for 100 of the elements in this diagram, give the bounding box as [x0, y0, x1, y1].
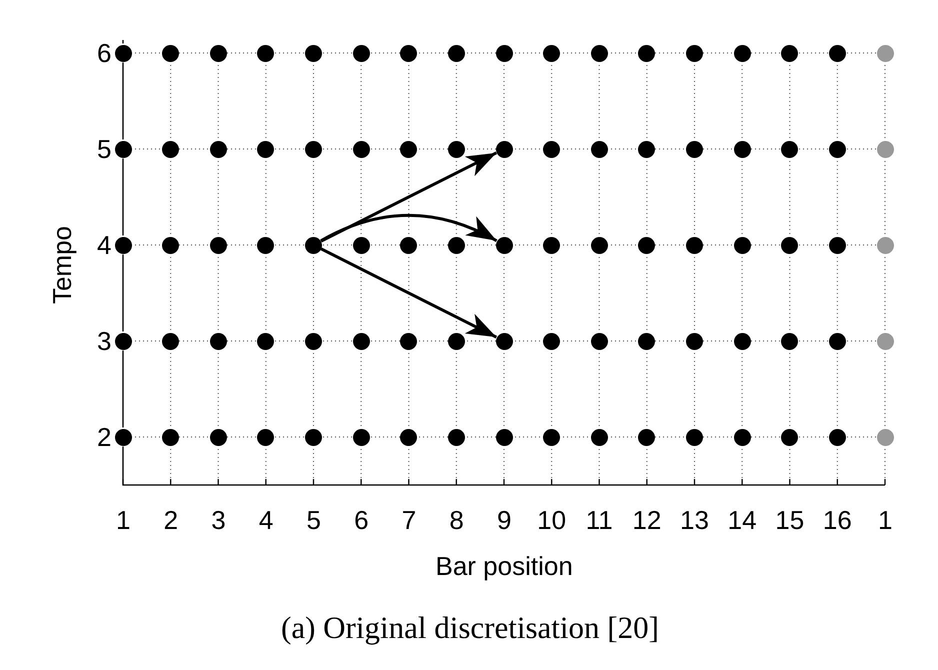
- grid-dot: [734, 44, 751, 62]
- grid-dot: [781, 428, 798, 446]
- grid-dot: [352, 140, 370, 158]
- grid-dot: [162, 44, 180, 62]
- tick-label: 5: [97, 136, 112, 162]
- grid-dot: [828, 236, 846, 254]
- grid-dot: [257, 44, 274, 62]
- axis-title: Tempo: [49, 226, 76, 304]
- grid-dot: [114, 332, 132, 350]
- grid-dot: [400, 236, 418, 254]
- grid-dot: [781, 236, 798, 254]
- grid-dot: [590, 332, 608, 350]
- grid-dot: [114, 236, 132, 254]
- grid-dot: [305, 44, 322, 62]
- grid-dot: [781, 332, 798, 350]
- tick-label: 2: [164, 507, 178, 533]
- grid-dot: [162, 428, 180, 446]
- grid-dot: [305, 140, 322, 158]
- grid-dot: [352, 236, 370, 254]
- tick-label: 3: [97, 328, 112, 354]
- grid-dot: [114, 44, 132, 62]
- grid-dot: [257, 428, 274, 446]
- grid-dot: [400, 428, 418, 446]
- grid-dot: [352, 428, 370, 446]
- tick-label: 7: [402, 507, 416, 533]
- tick-label: 12: [632, 507, 662, 533]
- grid-dot: [496, 140, 512, 158]
- grid-dot: [734, 428, 751, 446]
- arrow: [320, 247, 498, 339]
- grid-dot: [828, 332, 846, 350]
- grid-dot: [305, 332, 322, 350]
- grid-dot: [257, 236, 274, 254]
- grid-dot: [686, 44, 703, 62]
- grid-dot: [448, 236, 465, 254]
- grid-dot: [448, 44, 465, 62]
- grid-dot: [210, 332, 227, 350]
- grid-dot: [543, 332, 560, 350]
- grid-dot: [543, 428, 560, 446]
- grid-dot: [210, 140, 227, 158]
- grid-dot: [496, 332, 512, 350]
- grid-dot: [828, 428, 846, 446]
- grid-dot: [781, 44, 798, 62]
- grid-dot: [638, 44, 656, 62]
- grid-dot: [543, 236, 560, 254]
- tick-label: 3: [211, 507, 226, 533]
- tick-label: 11: [586, 507, 613, 533]
- grid-dot: [448, 140, 465, 158]
- tick-label: 13: [680, 507, 709, 533]
- grid-dot: [876, 140, 894, 158]
- grid-dot: [162, 140, 180, 158]
- arrow: [320, 151, 498, 243]
- tick-label: 4: [258, 507, 274, 533]
- tick-label: 14: [728, 507, 757, 533]
- grid-dot: [543, 44, 560, 62]
- tick-label: 10: [537, 507, 566, 533]
- grid-dot: [876, 236, 894, 254]
- tick-label: 1: [878, 507, 892, 533]
- grid-dot: [305, 236, 322, 254]
- grid-dot: [162, 332, 180, 350]
- tick-label: 4: [97, 232, 112, 258]
- grid-dot: [686, 428, 703, 446]
- grid-dot: [162, 236, 180, 254]
- tick-label: 6: [354, 507, 369, 533]
- grid-dot: [590, 236, 608, 254]
- grid-dot: [496, 236, 512, 254]
- grid-dot: [114, 428, 132, 446]
- grid-dot: [257, 140, 274, 158]
- grid-dot: [876, 332, 894, 350]
- tick-label: 9: [497, 507, 512, 533]
- grid-dot: [352, 332, 370, 350]
- grid-dot: [590, 428, 608, 446]
- grid-dot: [734, 140, 751, 158]
- grid-dot: [686, 236, 703, 254]
- grid-dot: [828, 44, 846, 62]
- grid-dot: [876, 428, 894, 446]
- grid-dot: [496, 428, 512, 446]
- axis-title: Bar position: [436, 553, 573, 579]
- grid-dot: [305, 428, 322, 446]
- grid-dot: [590, 44, 608, 62]
- grid-dot: [734, 332, 751, 350]
- grid-dot: [638, 140, 656, 158]
- grid-dot: [448, 428, 465, 446]
- grid-dot: [400, 332, 418, 350]
- grid-dot: [876, 44, 894, 62]
- grid-dot: [496, 44, 512, 62]
- grid-dot: [210, 44, 227, 62]
- tick-label: 16: [822, 507, 852, 533]
- tick-label: 1: [116, 507, 130, 533]
- grid-dot: [257, 332, 274, 350]
- grid-dot: [686, 140, 703, 158]
- tick-label: 8: [449, 507, 464, 533]
- grid-dot: [828, 140, 846, 158]
- tick-label: 2: [97, 424, 112, 450]
- tick-label: 5: [306, 507, 321, 533]
- grid-dot: [781, 140, 798, 158]
- grid-dot: [400, 44, 418, 62]
- grid-dot: [448, 332, 465, 350]
- grid-dot: [638, 236, 656, 254]
- grid-dot: [734, 236, 751, 254]
- grid-dot: [590, 140, 608, 158]
